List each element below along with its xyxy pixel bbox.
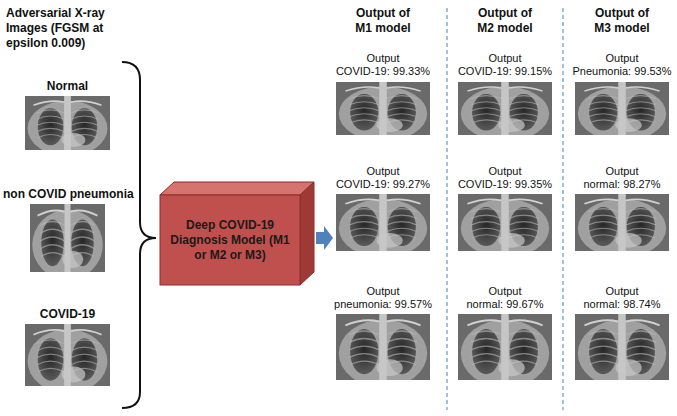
output-caption: Output xyxy=(329,52,437,65)
xray-image xyxy=(575,82,669,141)
output-caption: Output xyxy=(329,285,437,298)
prediction-result: pneumonia: 99.57% xyxy=(329,298,437,311)
class-label: Normal xyxy=(25,79,110,94)
model-title: Deep COVID-19 Diagnosis Model (M1 or M2 … xyxy=(168,218,292,263)
xray-image xyxy=(30,204,105,280)
xray-image xyxy=(336,314,430,388)
xray-image xyxy=(336,194,430,258)
xray-image xyxy=(575,314,669,388)
box-front-face xyxy=(160,195,300,285)
xray-image xyxy=(25,324,110,393)
xray-image xyxy=(336,82,430,141)
column-heading: Output of M3 model xyxy=(589,6,655,36)
output-caption: Output xyxy=(568,285,676,298)
box-top-face xyxy=(160,182,314,195)
section-heading: Adversarial X-ray Images (FGSM at epsilo… xyxy=(6,6,118,51)
xray-image xyxy=(25,96,110,156)
xray-image xyxy=(458,82,552,141)
xray-image xyxy=(458,314,552,388)
output-caption: Output xyxy=(451,165,559,178)
prediction-result: COVID-19: 99.35% xyxy=(451,178,559,191)
box-side-face xyxy=(300,182,314,285)
column-heading: Output of M1 model xyxy=(350,6,416,36)
prediction-result: normal: 98.27% xyxy=(568,178,676,191)
prediction-result: COVID-19: 99.33% xyxy=(329,65,437,78)
prediction-result: normal: 98.74% xyxy=(568,298,676,311)
column-separator xyxy=(563,8,564,410)
column-heading: Output of M2 model xyxy=(472,6,538,36)
prediction-result: COVID-19: 99.15% xyxy=(451,65,559,78)
output-caption: Output xyxy=(451,285,559,298)
output-caption: Output xyxy=(329,165,437,178)
prediction-result: COVID-19: 99.27% xyxy=(329,178,437,191)
class-label: COVID-19 xyxy=(25,307,110,322)
block-arrow xyxy=(316,226,333,250)
output-caption: Output xyxy=(451,52,559,65)
column-separator xyxy=(447,8,448,410)
class-label: non COVID pneumonia xyxy=(3,187,137,202)
output-caption: Output xyxy=(568,52,676,65)
bracket xyxy=(122,62,156,408)
output-caption: Output xyxy=(568,165,676,178)
prediction-result: Pneumonia: 99.53% xyxy=(568,65,676,78)
xray-image xyxy=(575,194,669,258)
xray-image xyxy=(458,194,552,258)
model-box: Deep COVID-19 Diagnosis Model (M1 or M2 … xyxy=(160,195,300,285)
prediction-result: normal: 99.67% xyxy=(451,298,559,311)
